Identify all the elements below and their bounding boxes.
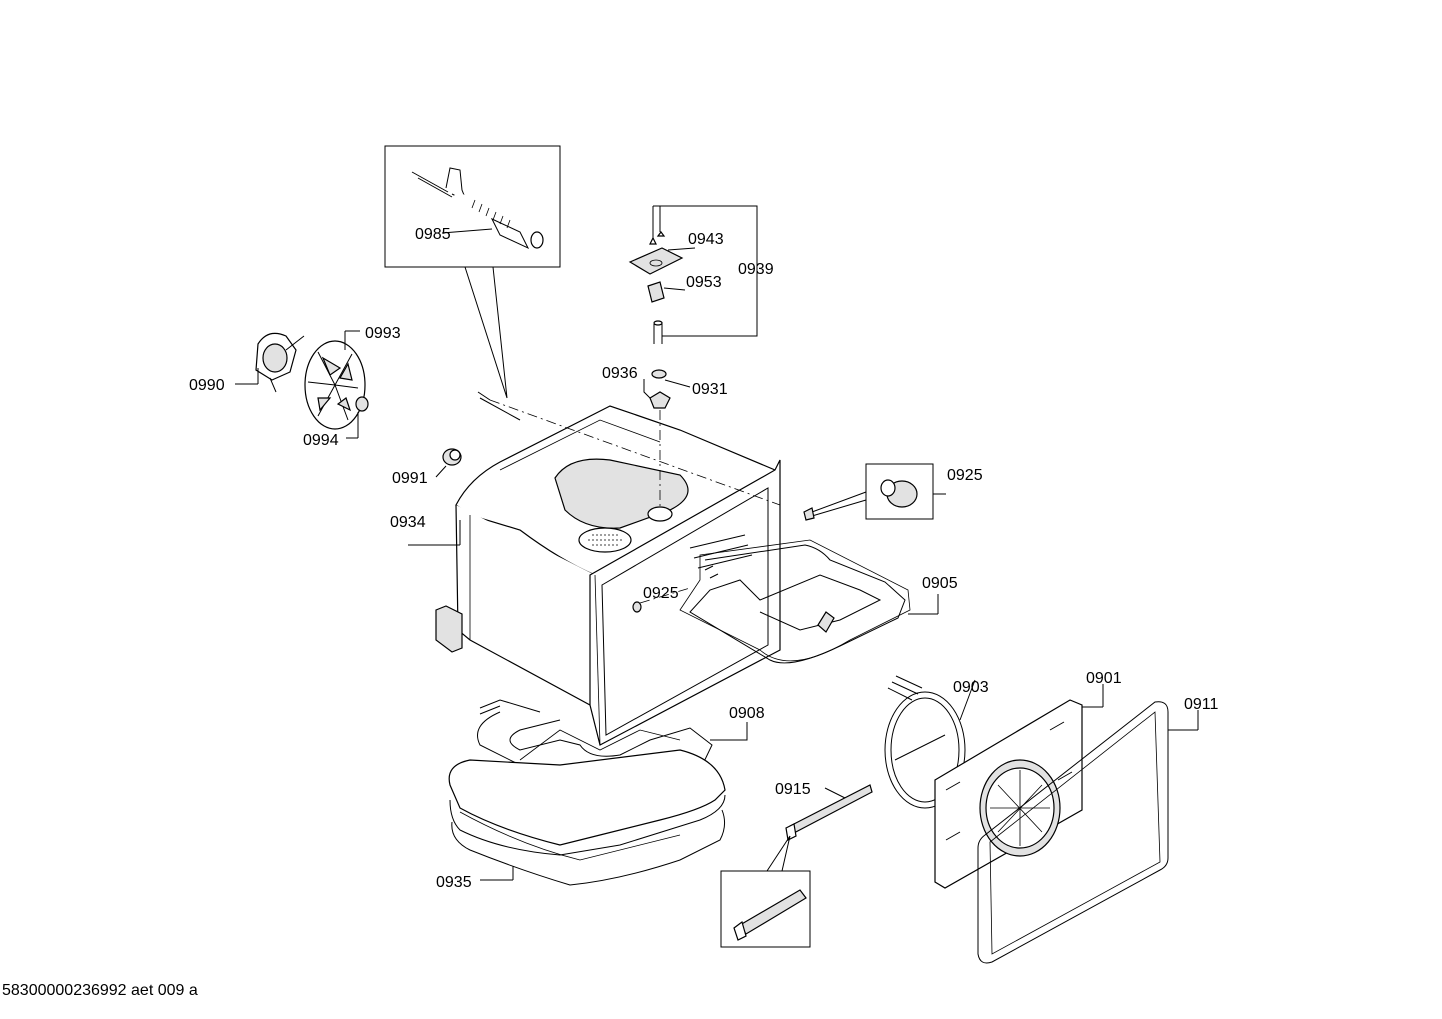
label-0903: 0903: [953, 679, 989, 696]
door-seal-0911: 0911: [977, 696, 1219, 964]
rod-part-0985: [477, 391, 521, 421]
detail-box-0985: 0985: [384, 145, 561, 399]
label-0994: 0994: [303, 432, 339, 449]
fixing-kit-0939: 0943 0939 0953: [628, 205, 774, 344]
label-0936: 0936: [602, 365, 638, 382]
detail-box-0925: 0925: [803, 463, 983, 521]
label-0911: 0911: [1184, 696, 1219, 713]
grill-element-0905: 0905: [679, 534, 958, 664]
label-0901: 0901: [1086, 670, 1122, 687]
part-0925-lower: 0925: [632, 585, 679, 613]
document-id: 58300000236992 aet 009 a: [2, 982, 198, 999]
insulation-0935: 0935: [436, 749, 726, 891]
ring-element-0903: 0903: [884, 675, 989, 809]
label-0993: 0993: [365, 325, 401, 342]
lamp-parts-0931-0936: 0936 0931: [602, 365, 728, 409]
label-0934: 0934: [390, 514, 426, 531]
label-0939: 0939: [738, 261, 774, 278]
fan-wheel-0993: 0993 0994: [303, 325, 401, 449]
label-0931: 0931: [692, 381, 728, 398]
label-0905: 0905: [922, 575, 958, 592]
label-0991: 0991: [392, 470, 428, 487]
oven-cavity-0934: 0934: [390, 399, 781, 746]
label-0915: 0915: [775, 781, 811, 798]
label-0925-lower: 0925: [643, 585, 679, 602]
label-0953: 0953: [686, 274, 722, 291]
label-0943: 0943: [688, 231, 724, 248]
fan-motor-0990: 0990: [189, 332, 305, 394]
label-0985: 0985: [415, 226, 451, 243]
rail-0915: 0915: [720, 781, 873, 948]
label-0935: 0935: [436, 874, 472, 891]
label-0925-top: 0925: [947, 467, 983, 484]
part-0991: 0991: [392, 448, 462, 487]
rear-panel-0901: 0901: [934, 670, 1122, 889]
label-0908: 0908: [729, 705, 765, 722]
label-0990: 0990: [189, 377, 225, 394]
